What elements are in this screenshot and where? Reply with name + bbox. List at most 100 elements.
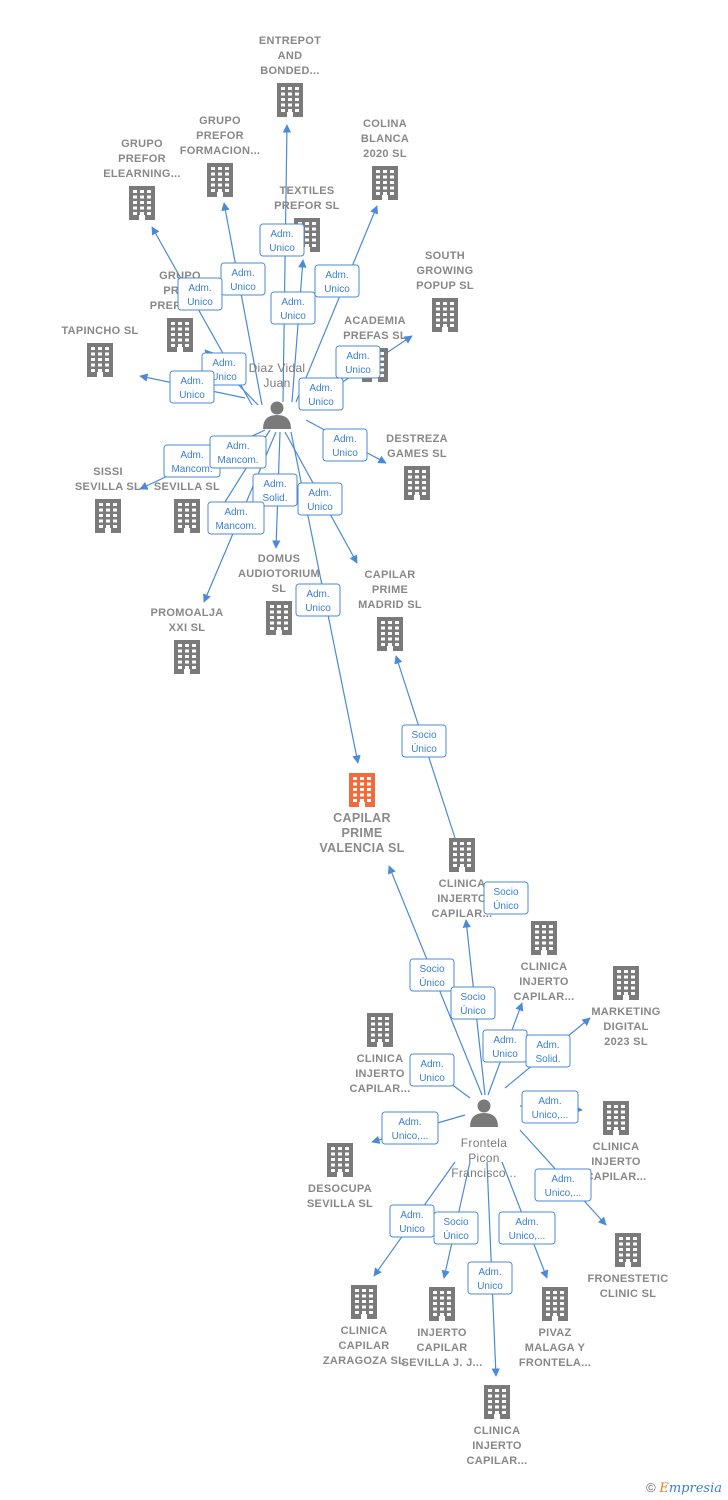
role-label: Adm.Unico (332, 434, 358, 459)
role-label: Adm.Unico (399, 1210, 425, 1235)
role-badge[interactable]: Adm.Mancom. (207, 501, 265, 535)
role-badge[interactable]: Adm.Unico (467, 1261, 513, 1295)
role-badge-box (498, 1211, 556, 1245)
building-icon-clinica_injerto_4[interactable] (603, 1101, 629, 1135)
role-badge[interactable]: Adm.Solid. (252, 473, 298, 507)
building-icon-c_sevilla[interactable] (174, 499, 200, 533)
role-badge[interactable]: Adm.Unico (389, 1204, 435, 1238)
role-badge[interactable]: Adm.Unico (298, 377, 344, 411)
role-badge[interactable]: Adm.Unico (314, 264, 360, 298)
role-label: Adm.Solid. (262, 479, 287, 504)
role-badge[interactable]: Adm.Unico,... (521, 1090, 579, 1124)
building-icon-grupo_prefor_elearning[interactable] (129, 186, 155, 220)
building-icon-clinica_injerto_1[interactable] (449, 838, 475, 872)
role-badge-box (295, 583, 341, 617)
building-icon-tapincho[interactable] (87, 343, 113, 377)
role-badge[interactable]: Adm.Unico (322, 428, 368, 462)
role-badge[interactable]: Adm.Unico (220, 262, 266, 296)
role-badge-box (409, 1053, 455, 1087)
role-badge[interactable]: Adm.Unico (270, 291, 316, 325)
role-label: Adm.Unico,... (392, 1117, 429, 1142)
role-badge-box (322, 428, 368, 462)
brand-logo[interactable]: Empresia (659, 1481, 722, 1496)
building-icon-marketing[interactable] (613, 966, 639, 1000)
role-badge[interactable]: Adm.Unico,... (381, 1111, 439, 1145)
building-icon-clinica_injerto_5[interactable] (484, 1385, 510, 1419)
role-badge-box (409, 958, 455, 992)
person-icon-p1[interactable] (263, 401, 291, 430)
role-label: Adm.Unico (280, 297, 306, 322)
building-icon-clinica_injerto_2[interactable] (531, 921, 557, 955)
building-icon-fronestetic[interactable] (615, 1233, 641, 1267)
building-icon-grupo_prefor_formacion[interactable] (207, 163, 233, 197)
role-badge-box (433, 1211, 479, 1245)
building-icon-injerto_sevilla[interactable] (429, 1287, 455, 1321)
building-icon-domus[interactable] (266, 601, 292, 635)
role-badge-box (177, 277, 223, 311)
role-badge-box (314, 264, 360, 298)
building-icon-desocupa[interactable] (327, 1143, 353, 1177)
building-icon-south[interactable] (432, 298, 458, 332)
building-icon-capilar_madrid[interactable] (377, 617, 403, 651)
building-icon-sissi[interactable] (95, 499, 121, 533)
role-badge[interactable]: Adm.Mancom. (209, 435, 267, 469)
role-label: Adm.Unico,... (532, 1096, 569, 1121)
role-badge[interactable]: Adm.Unico (169, 370, 215, 404)
building-icon-entrepot[interactable] (277, 83, 303, 117)
role-label: Adm.Unico,... (545, 1174, 582, 1199)
relation-edge (221, 202, 263, 406)
role-badge[interactable]: Adm.Unico (297, 482, 343, 516)
role-badge-box (401, 724, 447, 758)
building-icon-colina[interactable] (372, 166, 398, 200)
role-label: Adm.Unico (179, 376, 205, 401)
building-icon-grupo_prepris[interactable] (167, 318, 193, 352)
role-badge[interactable]: Adm.Mancom. (163, 444, 221, 478)
role-badge[interactable]: Adm.Unico,... (534, 1168, 592, 1202)
role-badge[interactable]: Adm.Unico (259, 223, 305, 257)
role-badge[interactable]: Adm.Unico (295, 583, 341, 617)
role-badge[interactable]: Adm.Unico (335, 345, 381, 379)
building-icon-clinica_zaragoza[interactable] (351, 1285, 377, 1319)
building-icon-clinica_injerto_3[interactable] (367, 1013, 393, 1047)
role-badge[interactable]: Adm.Solid. (525, 1034, 571, 1068)
role-badge[interactable]: Adm.Unico,... (498, 1211, 556, 1245)
building-icon-capilar_valencia[interactable] (349, 773, 375, 807)
roles-layer: Adm.UnicoAdm.UnicoAdm.UnicoAdm.UnicoAdm.… (163, 223, 592, 1295)
building-icon-pivaz[interactable] (542, 1287, 568, 1321)
role-badge[interactable]: Adm.Unico (409, 1053, 455, 1087)
person-icon-p2[interactable] (470, 1099, 498, 1128)
company-label-tapincho: TAPINCHO SL (61, 325, 138, 337)
role-badge[interactable]: Adm.Unico (482, 1029, 528, 1063)
role-label: Adm.Unico (269, 229, 295, 254)
building-icon-destreza[interactable] (404, 466, 430, 500)
role-label: Adm.Unico (307, 488, 333, 513)
role-label: Adm.Unico (308, 383, 334, 408)
role-badge[interactable]: Adm.Unico (177, 277, 223, 311)
building-icon-promoalja[interactable] (174, 640, 200, 674)
